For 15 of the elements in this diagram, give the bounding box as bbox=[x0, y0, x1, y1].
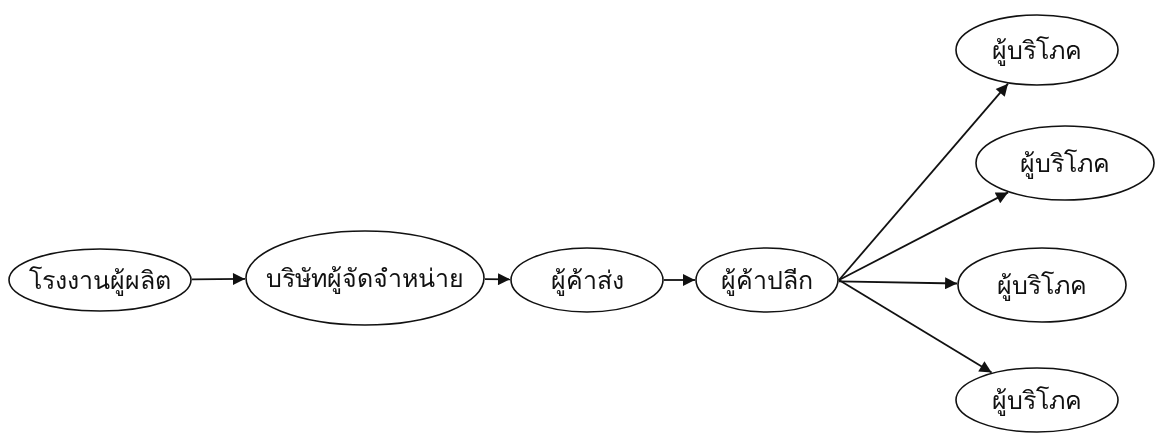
arrow bbox=[838, 191, 1009, 281]
ellipse-node: ผู้บริโภค bbox=[957, 247, 1127, 323]
arrow bbox=[484, 273, 511, 286]
ellipse-node: ผู้บริโภค bbox=[955, 14, 1119, 86]
arrow bbox=[191, 273, 246, 285]
ellipse-node: ผู้บริโภค bbox=[975, 125, 1155, 201]
ellipse-node: ผู้บริโภค bbox=[955, 367, 1119, 433]
ellipse-node: โรงงานผู้ผลิต bbox=[8, 248, 192, 312]
arrow bbox=[838, 277, 958, 290]
ellipse-node: บริษัทผู้จัดจำหน่าย bbox=[245, 230, 485, 326]
arrow bbox=[838, 279, 993, 374]
ellipse-node: ผู้ค้าปลีก bbox=[695, 247, 839, 313]
ellipse-node: ผู้ค้าส่ง bbox=[510, 247, 664, 313]
arrow bbox=[663, 274, 696, 286]
arrow bbox=[838, 82, 1009, 281]
